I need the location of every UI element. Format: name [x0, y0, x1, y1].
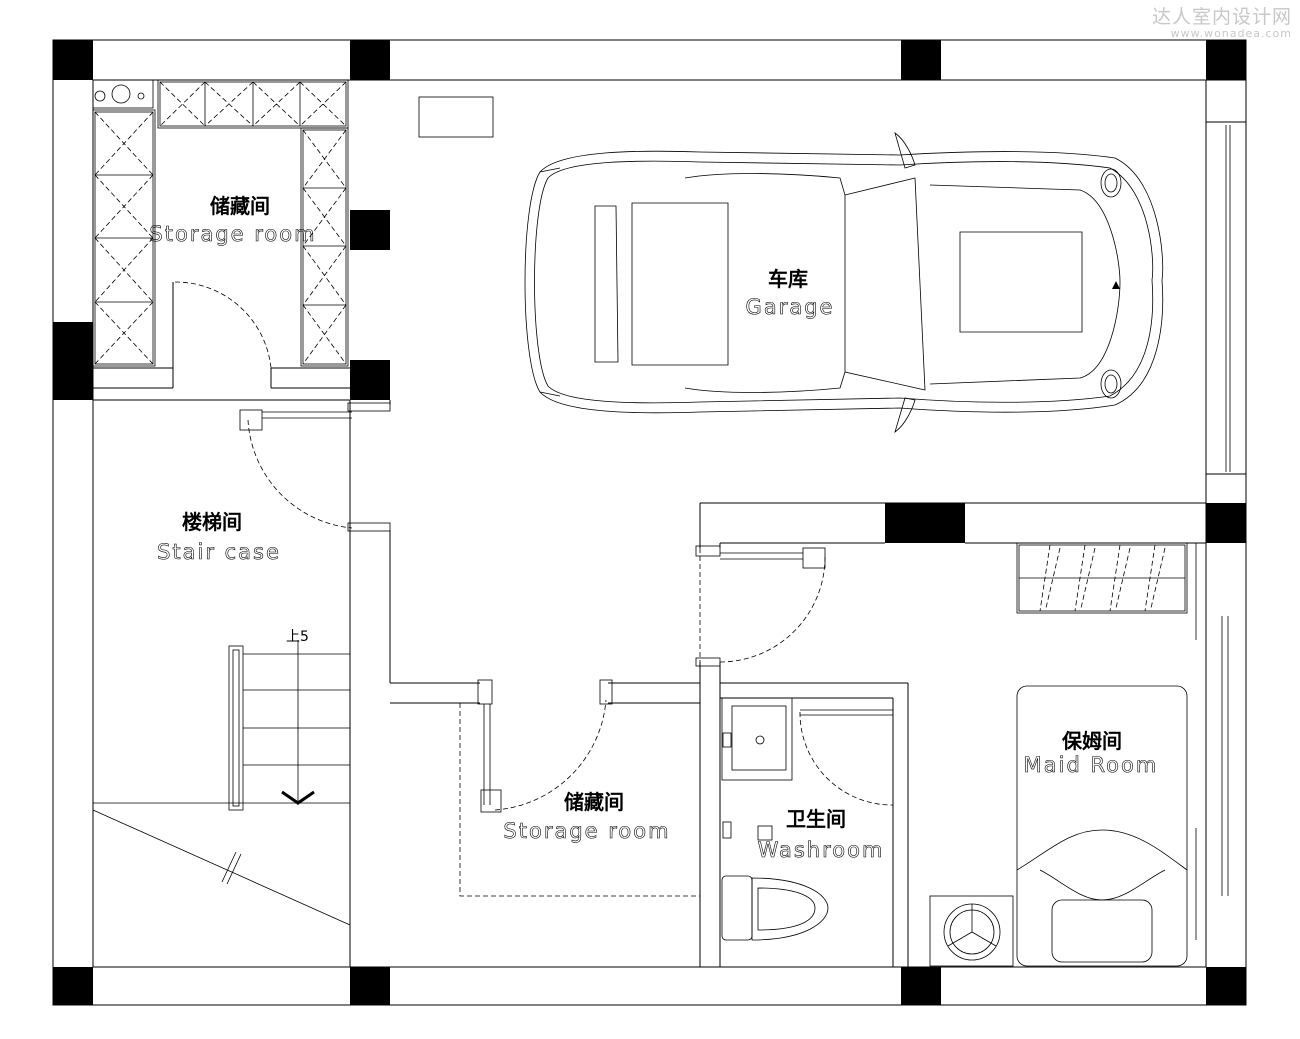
- garage-label-cn: 车库: [768, 267, 808, 291]
- storage-bottom-shelf-outline: [459, 703, 700, 897]
- garage-label-en: Garage: [746, 295, 835, 319]
- structural-columns: [53, 40, 1246, 1005]
- doors: [174, 281, 894, 813]
- room-labels: 储藏间 Storage room 车库 Garage 楼梯间 Stair cas…: [149, 194, 1159, 862]
- watermark-site-name: 达人室内设计网: [1151, 6, 1292, 28]
- storage-bottom-label-en: Storage room: [503, 819, 670, 843]
- car-icon: [524, 132, 1164, 433]
- storage-top-label-en: Storage room: [149, 222, 316, 246]
- stair-up-note: 上5: [286, 629, 309, 645]
- maid-room-furniture: [929, 542, 1197, 967]
- storage-shelving-top: [92, 79, 349, 367]
- door-swing-storage-bottom: [494, 699, 607, 811]
- washroom-label-en: Washroom: [758, 838, 885, 862]
- interior-walls: [93, 79, 1247, 967]
- washroom-label-cn: 卫生间: [786, 807, 846, 831]
- washroom-fixtures: [721, 697, 829, 941]
- watermark-url: www.wonadea.com: [1170, 27, 1292, 40]
- stair-label-cn: 楼梯间: [182, 510, 242, 534]
- door-swing-maid: [719, 556, 826, 663]
- door-swing-stair: [247, 419, 353, 529]
- garage-cabinet: [418, 96, 494, 138]
- maid-room-label-cn: 保姆间: [1061, 729, 1122, 753]
- door-swing-washroom: [799, 711, 894, 806]
- door-swing-storage-top: [174, 281, 272, 369]
- maid-room-label-en: Maid Room: [1024, 753, 1159, 777]
- staircase: [92, 640, 351, 926]
- storage-bottom-label-cn: 储藏间: [564, 790, 624, 814]
- stair-label-en: Stair case: [157, 540, 281, 564]
- storage-top-label-cn: 储藏间: [210, 194, 270, 218]
